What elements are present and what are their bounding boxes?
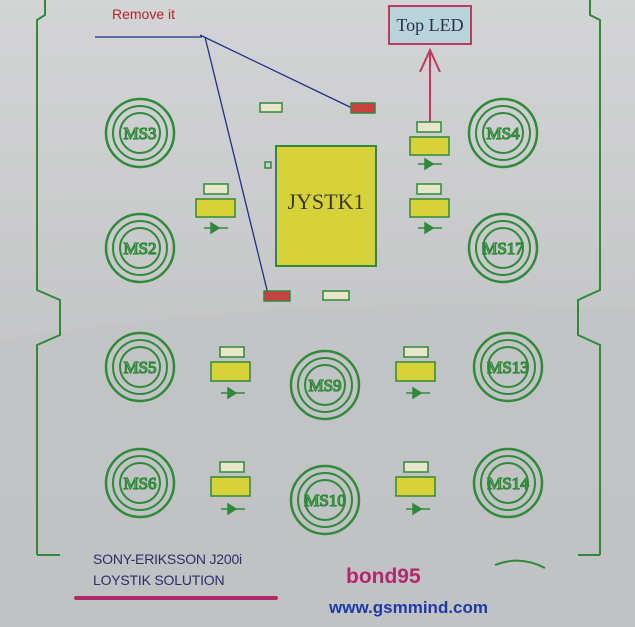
switch-ms9: MS9 <box>289 349 361 421</box>
switch-ring <box>472 331 544 403</box>
outline-left <box>36 0 61 555</box>
chip-pin1-marker <box>264 161 272 169</box>
switch-ms10: MS10 <box>289 464 361 536</box>
switch-ms3: MS3 <box>104 97 176 169</box>
switch-label: MS10 <box>304 491 346 510</box>
switch-ring <box>482 227 524 269</box>
switch-ring <box>112 105 168 161</box>
top-led-label: Top LED <box>396 14 464 35</box>
top-led-arrow <box>419 47 441 126</box>
switch-ring <box>289 464 361 536</box>
chip-label: JYSTK1 <box>287 189 365 214</box>
arrow-head <box>419 47 441 73</box>
switch-ring <box>467 212 539 284</box>
pad-r1 <box>259 102 283 113</box>
switch-ring <box>104 331 176 403</box>
led-top-right <box>409 121 450 171</box>
switch-ring <box>112 339 168 395</box>
switch-label: MS14 <box>487 474 529 493</box>
switch-ring <box>119 462 161 504</box>
led-row3-left <box>210 346 251 400</box>
switch-ms5: MS5 <box>104 331 176 403</box>
switch-ring <box>487 462 529 504</box>
switch-ring <box>119 346 161 388</box>
led-row4-right <box>395 461 436 516</box>
switch-ms13: MS13 <box>472 331 544 403</box>
credit-line-2: LOYSTIK SOLUTION <box>93 572 225 588</box>
small-pads <box>259 102 376 302</box>
switch-ring <box>289 349 361 421</box>
switch-label: MS5 <box>123 358 156 377</box>
pad-remove-top <box>350 102 376 114</box>
switch-label: MS4 <box>486 124 520 143</box>
switch-ring <box>297 357 353 413</box>
switch-ring <box>119 112 161 154</box>
switch-ring <box>482 112 524 154</box>
remove-annotation: Remove it <box>112 6 176 22</box>
led-row3-right <box>395 346 436 400</box>
switch-label: MS3 <box>123 124 156 143</box>
switch-ring <box>104 212 176 284</box>
switch-ring <box>112 455 168 511</box>
switch-ring <box>104 97 176 169</box>
outline-right <box>577 0 601 555</box>
switch-ring <box>112 220 168 276</box>
switch-ring <box>475 105 531 161</box>
credit-underline <box>74 596 278 600</box>
switch-ring <box>304 364 346 406</box>
led-mid-left <box>195 183 236 235</box>
top-led-callout: Top LED <box>388 5 472 45</box>
remove-pointer-to-top <box>199 34 353 109</box>
switch-ms2: MS2 <box>104 212 176 284</box>
pad-remove-bottom <box>263 290 291 302</box>
switch-ms14: MS14 <box>472 447 544 519</box>
switch-label: MS2 <box>123 239 156 258</box>
led-mid-right <box>409 183 450 235</box>
outline-arc <box>494 559 546 569</box>
switch-ring <box>297 472 353 528</box>
switch-ring <box>480 339 536 395</box>
switch-ring <box>480 455 536 511</box>
switch-ring <box>304 479 346 521</box>
switch-ring <box>119 227 161 269</box>
credit-line-1: SONY-ERIKSSON J200i <box>93 551 242 567</box>
switch-ring <box>472 447 544 519</box>
led-row4-left <box>210 461 251 516</box>
switch-ring <box>467 97 539 169</box>
switch-label: MS9 <box>308 376 341 395</box>
switch-ring <box>475 220 531 276</box>
switch-label: MS17 <box>482 239 524 258</box>
switch-label: MS6 <box>123 474 156 493</box>
board-outline <box>36 0 601 569</box>
author-name: bond95 <box>346 565 421 588</box>
annotation-lines <box>95 34 353 295</box>
switch-ring <box>104 447 176 519</box>
joystick-chip <box>275 145 377 267</box>
switch-ms17: MS17 <box>467 212 539 284</box>
switch-label: MS13 <box>487 358 529 377</box>
switch-ms4: MS4 <box>467 97 539 169</box>
pad-r2 <box>322 290 350 301</box>
switch-ms6: MS6 <box>104 447 176 519</box>
switch-ring <box>487 346 529 388</box>
remove-pointer-to-bottom <box>204 36 269 295</box>
led-components <box>195 121 450 516</box>
website-url: www.gsmmind.com <box>329 598 489 617</box>
